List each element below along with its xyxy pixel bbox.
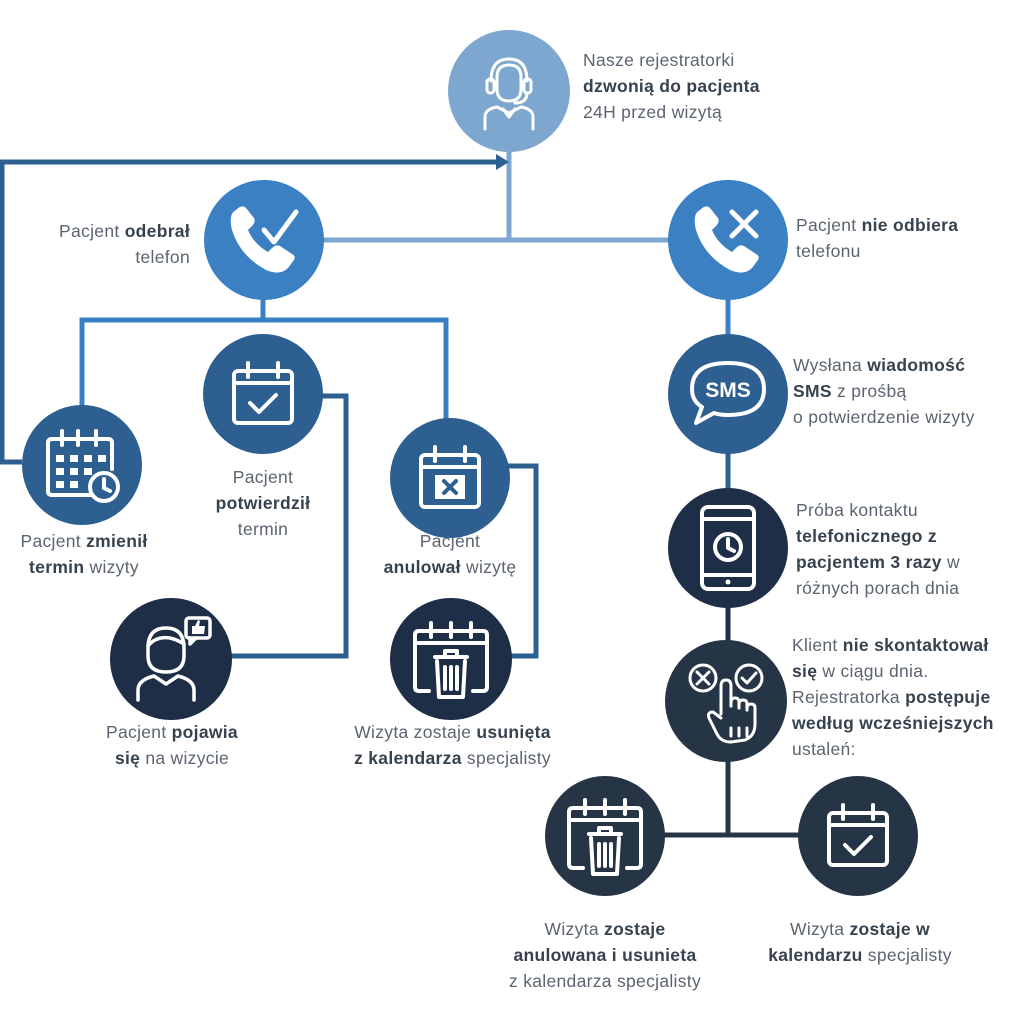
node-client-no-contact	[665, 640, 787, 762]
phone-clock-icon	[700, 505, 756, 591]
node-patient-appears	[110, 598, 232, 720]
node-receptionist-call	[448, 30, 570, 152]
calendar-check-icon	[827, 803, 889, 867]
label-patient-cancelled: Pacjent anulował wizytę	[383, 531, 517, 577]
sms-icon-text: SMS	[705, 379, 751, 402]
node-sms-sent: SMS	[668, 334, 788, 454]
calendar-clock-icon	[46, 429, 120, 503]
node-patient-cancelled	[390, 418, 510, 538]
label-patient-changed-date: Pacjent zmienił termin wizyty	[20, 531, 148, 577]
label-patient-not-answering: Pacjent nie odbiera telefonu	[796, 215, 959, 261]
receptionist-headset-icon	[483, 57, 535, 131]
label-final-cancelled: Wizyta zostaje anulowana i usunieta z ka…	[508, 919, 701, 991]
node-patient-changed-date	[22, 405, 142, 525]
arrow-head	[496, 154, 509, 170]
sms-bubble-icon: SMS	[690, 361, 766, 425]
node-patient-not-answering	[668, 180, 788, 300]
label-sms-sent: Wysłana wiadomość SMS z prośbą o potwier…	[793, 355, 975, 427]
choice-hand-pointer-icon	[688, 663, 764, 744]
node-three-call-attempts	[668, 488, 788, 608]
label-patient-answered: Pacjent odebrał telefon	[59, 221, 190, 267]
calendar-trash-icon	[567, 798, 643, 876]
label-patient-appears: Pacjent pojawia się na wizycie	[106, 722, 238, 768]
patient-thumbs-up-icon	[136, 616, 212, 702]
phone-x-icon	[694, 206, 759, 273]
node-visit-removed	[390, 598, 512, 720]
node-patient-answered	[204, 180, 324, 300]
label-three-call-attempts: Próba kontaktu telefonicznego z pacjente…	[796, 500, 960, 598]
calendar-trash-icon	[413, 621, 489, 699]
node-final-kept	[798, 776, 918, 896]
calendar-x-icon	[419, 445, 481, 509]
label-patient-confirmed: Pacjent potwierdził termin	[215, 467, 311, 539]
label-visit-removed: Wizyta zostaje usunięta z kalendarza spe…	[354, 722, 551, 768]
label-final-kept: Wizyta zostaje w kalendarzu specjalisty	[768, 919, 952, 965]
label-client-no-contact: Klient nie skontaktował się w ciągu dnia…	[792, 635, 994, 759]
label-receptionist-call: Nasze rejestratorki dzwonią do pacjenta …	[583, 50, 760, 122]
phone-check-icon	[230, 206, 299, 273]
node-patient-confirmed	[203, 334, 323, 454]
calendar-check-icon	[232, 361, 294, 425]
node-final-cancelled	[545, 776, 665, 896]
